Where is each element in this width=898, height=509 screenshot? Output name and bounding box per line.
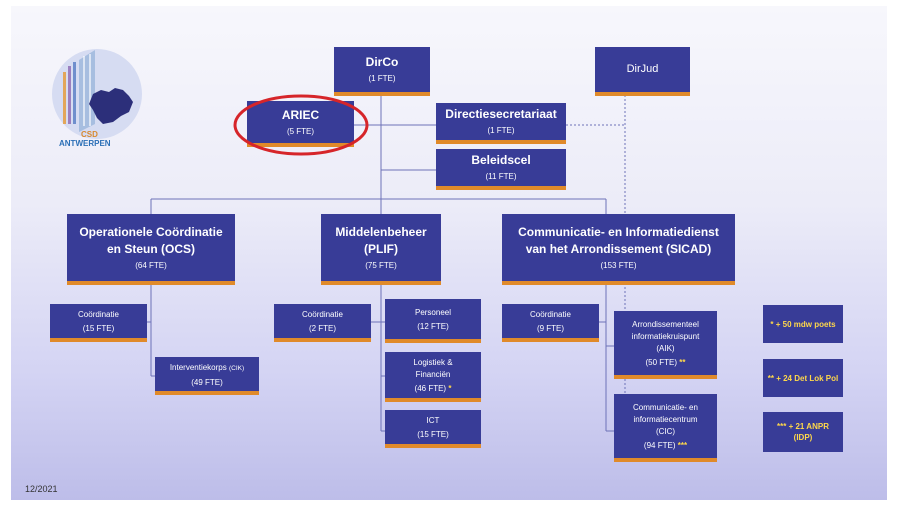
logistiek-fte-row: (46 FTE) * bbox=[415, 383, 452, 395]
dirjud-title: DirJud bbox=[626, 63, 659, 75]
sicad-line1: Communicatie- en Informatiedienst bbox=[518, 224, 719, 239]
ict-box: ICT (15 FTE) bbox=[385, 410, 481, 448]
ocs-line1: Operationele Coördinatie bbox=[79, 224, 223, 239]
dirco-title: DirCo bbox=[365, 55, 399, 69]
plif-coordinatie-fte: (2 FTE) bbox=[308, 324, 337, 333]
plif-coordinatie-title: Coördinatie bbox=[302, 310, 343, 319]
interventiekorps-title: Interventiekorps bbox=[169, 362, 227, 372]
ocs-department-box: Operationele Coördinatie en Steun (OCS) … bbox=[67, 214, 235, 285]
aik-star: ** bbox=[679, 358, 686, 367]
ariec-title: ARIEC bbox=[281, 107, 320, 122]
ocs-coordinatie-box: Coördinatie (15 FTE) bbox=[50, 304, 147, 342]
dirco-box: DirCo (1 FTE) bbox=[334, 47, 430, 96]
personeel-fte: (12 FTE) bbox=[417, 322, 449, 331]
plif-line2: (PLIF) bbox=[364, 241, 398, 256]
aik-line2: informatiekruispunt bbox=[631, 332, 700, 341]
plif-line1: Middelenbeheer bbox=[335, 224, 427, 239]
aik-fte-row: (50 FTE) ** bbox=[645, 357, 685, 369]
beleidscel-fte: (11 FTE) bbox=[485, 172, 517, 181]
connector-lines bbox=[147, 86, 626, 432]
ict-fte: (15 FTE) bbox=[417, 430, 449, 439]
dirco-fte: (1 FTE) bbox=[368, 74, 396, 83]
personeel-box: Personeel (12 FTE) bbox=[385, 299, 481, 343]
ocs-coordinatie-title: Coördinatie bbox=[78, 310, 119, 319]
directiesecretariaat-fte: (1 FTE) bbox=[487, 126, 515, 135]
note-anpr-text: + 21 ANPR bbox=[786, 422, 829, 431]
note-det-lok-pol: ** + 24 Det Lok Pol bbox=[763, 359, 843, 397]
plif-coordinatie-box: Coördinatie (2 FTE) bbox=[274, 304, 371, 342]
cic-star: *** bbox=[677, 441, 688, 450]
directiesecretariaat-box: Directiesecretariaat (1 FTE) bbox=[436, 103, 566, 144]
plif-fte: (75 FTE) bbox=[365, 260, 397, 270]
ict-title: ICT bbox=[426, 416, 440, 425]
sicad-coordinatie-title: Coördinatie bbox=[530, 310, 571, 319]
interventiekorps-fte: (49 FTE) bbox=[191, 377, 223, 387]
aik-line1: Arrondissementeel bbox=[632, 320, 699, 329]
note-anpr-line2: (IDP) bbox=[793, 433, 813, 442]
note-det-lok-pol-stars: ** bbox=[767, 373, 774, 383]
csd-antwerpen-logo bbox=[52, 49, 142, 139]
note-anpr: *** + 21 ANPR (IDP) bbox=[763, 412, 843, 452]
sicad-coordinatie-box: Coördinatie (9 FTE) bbox=[502, 304, 599, 342]
logistiek-fte: (46 FTE) bbox=[414, 384, 447, 393]
sicad-department-box: Communicatie- en Informatiedienst van he… bbox=[502, 214, 735, 285]
plif-department-box: Middelenbeheer (PLIF) (75 FTE) bbox=[321, 214, 441, 285]
interventiekorps-title-row: Interventiekorps (CIK) bbox=[170, 362, 244, 375]
interventiekorps-box: Interventiekorps (CIK) (49 FTE) bbox=[155, 357, 259, 395]
logistiek-financien-box: Logistiek & Financiën (46 FTE) * bbox=[385, 352, 481, 402]
note-poets-text: + 50 mdw poets bbox=[773, 319, 836, 329]
logistiek-star: * bbox=[448, 384, 452, 393]
slide-date: 12/2021 bbox=[25, 484, 58, 494]
dirjud-box: DirJud bbox=[595, 47, 690, 96]
interventiekorps-abbr: (CIK) bbox=[228, 364, 245, 372]
logistiek-line2: Financiën bbox=[415, 370, 451, 379]
sicad-coordinatie-fte: (9 FTE) bbox=[536, 324, 565, 333]
ocs-line2: en Steun (OCS) bbox=[106, 241, 195, 256]
logo-text: CSD ANTWERPEN bbox=[59, 130, 111, 148]
cic-line1: Communicatie- en bbox=[633, 403, 698, 412]
ariec-box: ARIEC (5 FTE) bbox=[247, 101, 354, 147]
ariec-highlight-ellipse bbox=[233, 94, 369, 156]
sicad-fte: (153 FTE) bbox=[600, 260, 637, 270]
cic-line2: informatiecentrum bbox=[633, 415, 698, 424]
logistiek-line1: Logistiek & bbox=[413, 358, 453, 367]
sicad-line2: van het Arrondissement (SICAD) bbox=[525, 241, 712, 256]
cic-box: Communicatie- en informatiecentrum (CIC)… bbox=[614, 394, 717, 462]
note-poets-stars: * bbox=[770, 319, 774, 329]
ariec-fte: (5 FTE) bbox=[286, 126, 315, 136]
note-anpr-stars: *** bbox=[777, 422, 787, 431]
beleidscel-title: Beleidscel bbox=[471, 153, 531, 167]
ocs-coordinatie-fte: (15 FTE) bbox=[82, 324, 115, 333]
cic-fte-row: (94 FTE) *** bbox=[644, 440, 687, 452]
aik-line3: (AIK) bbox=[656, 344, 675, 353]
cic-line3: (CIC) bbox=[655, 427, 676, 436]
aik-box: Arrondissementeel informatiekruispunt (A… bbox=[614, 311, 717, 379]
note-poets: * + 50 mdw poets bbox=[763, 305, 843, 343]
beleidscel-box: Beleidscel (11 FTE) bbox=[436, 149, 566, 190]
ocs-fte: (64 FTE) bbox=[135, 260, 167, 270]
note-det-lok-pol-text: + 24 Det Lok Pol bbox=[773, 373, 839, 383]
personeel-title: Personeel bbox=[414, 308, 452, 317]
directiesecretariaat-title: Directiesecretariaat bbox=[445, 107, 557, 121]
aik-fte: (50 FTE) bbox=[645, 358, 678, 367]
cic-fte: (94 FTE) bbox=[643, 441, 676, 450]
org-chart-slide: CSD ANTWERPEN DirCo (1 FTE) DirJud ARIEC… bbox=[11, 6, 887, 500]
